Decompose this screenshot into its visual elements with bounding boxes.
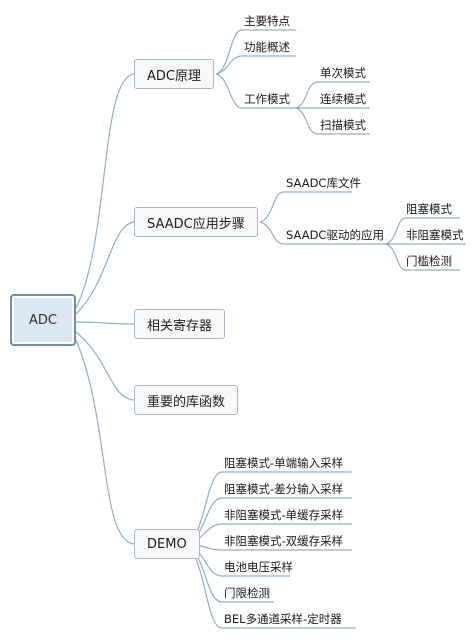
demo-item-3[interactable]: 非阻塞模式-单缓存采样 [224,508,343,526]
demo-item-6[interactable]: 门限检测 [224,586,270,604]
topic-label: 主要特点 [244,14,290,28]
link-root-registers [75,321,135,325]
branch-saadc-steps[interactable]: SAADC应用步骤 [134,207,258,237]
link-root-adc-principle [75,73,135,309]
topic-work-modes[interactable]: 工作模式 [244,92,290,110]
root-node[interactable]: ADC [10,294,76,346]
demo-item-4[interactable]: 非阻塞模式-双缓存采样 [224,534,343,552]
topic-single-mode[interactable]: 单次模式 [320,66,366,84]
topic-label: SAADC驱动的应用 [286,228,384,242]
topic-main-features[interactable]: 主要特点 [244,14,290,32]
topic-saadc-lib-files[interactable]: SAADC库文件 [286,176,361,194]
topic-label: 扫描模式 [320,118,366,132]
demo-item-7[interactable]: BEL多通道采样-定时器 [224,612,342,630]
topic-label: 门槛检测 [406,254,452,268]
topic-label: 非阻塞模式 [406,228,464,242]
topic-label: 阻塞模式-差分输入采样 [224,482,344,496]
topic-continuous-mode[interactable]: 连续模式 [320,92,366,110]
topic-label: 阻塞模式 [406,202,452,216]
branch-adc-principle[interactable]: ADC原理 [134,59,214,89]
link-root-saadc-steps [75,221,135,315]
topic-label: 单次模式 [320,66,366,80]
branch-lib-functions[interactable]: 重要的库函数 [134,385,239,415]
topic-blocking-mode[interactable]: 阻塞模式 [406,202,452,220]
topic-label: BEL多通道采样-定时器 [224,612,342,626]
topic-label: 连续模式 [320,92,366,106]
topic-scan-mode[interactable]: 扫描模式 [320,118,366,136]
branch-label: SAADC应用步骤 [147,216,245,232]
topic-nonblocking-mode[interactable]: 非阻塞模式 [406,228,464,246]
topic-saadc-driver-app[interactable]: SAADC驱动的应用 [286,228,384,246]
topic-label: 非阻塞模式-单缓存采样 [224,508,344,522]
root-label: ADC [29,312,57,328]
branch-label: ADC原理 [147,68,201,84]
demo-item-2[interactable]: 阻塞模式-差分输入采样 [224,482,343,500]
branch-registers[interactable]: 相关寄存器 [134,309,226,339]
topic-function-overview[interactable]: 功能概述 [244,40,290,58]
demo-item-5[interactable]: 电池电压采样 [224,560,293,578]
topic-label: 阻塞模式-单端输入采样 [224,456,344,470]
topic-label: 非阻塞模式-双缓存采样 [224,534,344,548]
demo-item-1[interactable]: 阻塞模式-单端输入采样 [224,456,343,474]
branch-label: 相关寄存器 [147,318,213,334]
topic-label: 门限检测 [224,586,270,600]
branch-label: 重要的库函数 [147,394,226,410]
topic-label: 功能概述 [244,40,290,54]
topic-label: 工作模式 [244,92,290,106]
topic-label: 电池电压采样 [224,560,293,574]
link-root-lib-functions [75,331,135,401]
branch-demo[interactable]: DEMO [134,529,200,559]
link-root-demo [75,339,135,545]
topic-threshold-detect[interactable]: 门槛检测 [406,254,452,272]
branch-label: DEMO [147,536,187,552]
topic-label: SAADC库文件 [286,176,361,190]
